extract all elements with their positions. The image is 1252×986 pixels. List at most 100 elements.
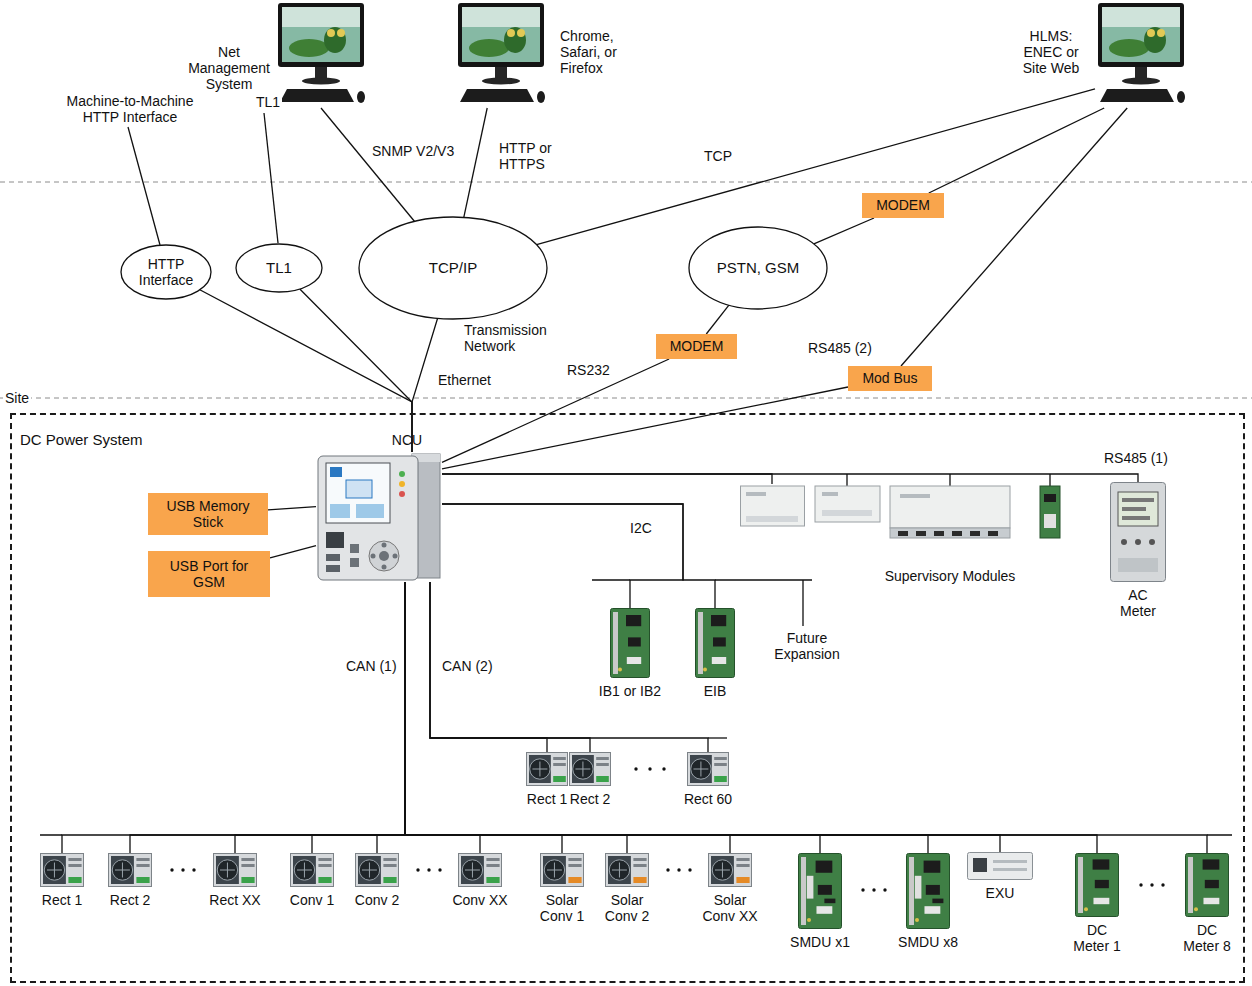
drawing-part (112, 860, 132, 880)
rectifier: Rect 2 (107, 853, 153, 908)
node-label: TCP/IP (429, 259, 477, 276)
drawing-part (465, 863, 480, 878)
drawing-part (318, 877, 331, 883)
drawing-part (170, 868, 173, 871)
drawing-part (568, 877, 581, 883)
drawing-part (1118, 492, 1158, 526)
connector-line (321, 108, 415, 222)
workstation-picture (455, 2, 547, 108)
drawing-part (816, 861, 833, 873)
connector-line (405, 582, 480, 853)
drawing-part (714, 763, 727, 766)
drawing-part (712, 657, 726, 664)
connector-line (235, 582, 405, 853)
connector-line (442, 504, 683, 608)
node-label: SMDU x1 (787, 934, 853, 950)
drawing-part (1203, 898, 1219, 904)
interface-board: IB1 or IB2 (594, 608, 666, 699)
node-label: MODEM (876, 197, 930, 213)
drawing-part (282, 7, 360, 62)
drawing-part (568, 864, 581, 867)
drawing-part (517, 29, 525, 37)
drawing-part (1044, 514, 1056, 528)
drawing-part (438, 868, 441, 871)
drawing-part (462, 7, 540, 62)
drawing-part (907, 854, 950, 929)
connector-line (412, 318, 438, 452)
drawing-part (327, 29, 335, 37)
drawing-part (993, 860, 1027, 863)
drawing-part (688, 868, 691, 871)
drawing-part (801, 857, 806, 925)
drawing-part (382, 565, 387, 570)
connector-line (442, 474, 1138, 482)
connector-line (405, 582, 730, 853)
modem-box: MODEM (862, 193, 944, 218)
drawing-part (530, 759, 550, 779)
network-cloud: TCP/IP (358, 216, 548, 320)
drawing-part (482, 78, 520, 85)
drawing-part (1118, 558, 1158, 572)
drawing-part (241, 864, 254, 867)
drawing-part (1122, 78, 1160, 85)
drawing-part (504, 27, 526, 53)
converter: Conv 1 (288, 853, 336, 908)
system-boundary: DC Power SystemNCUUSB Memory StickUSB Po… (10, 413, 1245, 983)
node-label: Chrome, Safari, or Firefox (560, 28, 634, 76)
drawing-part (688, 753, 729, 786)
node-label: Rect 1 (39, 892, 85, 908)
drawing-part (326, 565, 340, 572)
drawing-part (68, 864, 81, 867)
node-label: Supervisory Modules (875, 568, 1025, 584)
connector-line (430, 582, 547, 752)
rectifier: Rect 1 (39, 853, 85, 908)
drawing-part (486, 877, 499, 883)
rectifier: Rect 60 (682, 752, 734, 807)
ac-meter: AC Meter (1110, 482, 1166, 619)
drawing-part (136, 864, 149, 867)
bus-label: CAN (1) (344, 658, 399, 674)
drawing-part (1078, 857, 1083, 913)
drawing-part (1121, 539, 1127, 545)
drawing-part (379, 551, 389, 561)
drawing-part (383, 877, 396, 883)
drawing-part (486, 858, 499, 861)
node-label: Solar Conv XX (700, 892, 760, 924)
drawing-part (416, 868, 419, 871)
drawing-part (544, 860, 564, 880)
drawing-part (553, 763, 566, 766)
drawing-part (1098, 3, 1184, 67)
drawing-part (537, 91, 545, 103)
interface-board-picture (695, 608, 735, 678)
drawing-part (993, 868, 1027, 871)
node-label: Rect 2 (107, 892, 153, 908)
drawing-part (68, 858, 81, 861)
drawing-part (1150, 883, 1153, 886)
controller-unit: NCU (316, 432, 442, 582)
drawing-part (1194, 907, 1198, 911)
connector-line (270, 546, 316, 558)
drawing-part (1084, 907, 1088, 911)
drawing-part (1040, 486, 1060, 538)
solar-converter: Solar Conv XX (700, 853, 760, 924)
drawing-part (241, 877, 254, 883)
drawing-part (988, 531, 998, 536)
drawing-part (677, 868, 680, 871)
drawing-part (815, 486, 880, 522)
ellipsis-dots (170, 767, 1164, 891)
drawing-part (612, 863, 627, 878)
drawing-part (1135, 539, 1141, 545)
drawing-part (356, 504, 384, 518)
drawing-part (278, 3, 364, 67)
expansion-label: Future Expansion (770, 630, 844, 662)
rectifier-picture (108, 853, 152, 887)
drawing-part (611, 609, 650, 678)
drawing-part (181, 868, 184, 871)
drawing-part (596, 776, 609, 782)
connector-line (405, 582, 1207, 853)
link-label: RS485 (2) (806, 340, 874, 356)
node-label: Rect 2 (568, 791, 612, 807)
drawing-part (318, 456, 418, 580)
drawing-part (633, 864, 646, 867)
drawing-part (289, 39, 329, 57)
